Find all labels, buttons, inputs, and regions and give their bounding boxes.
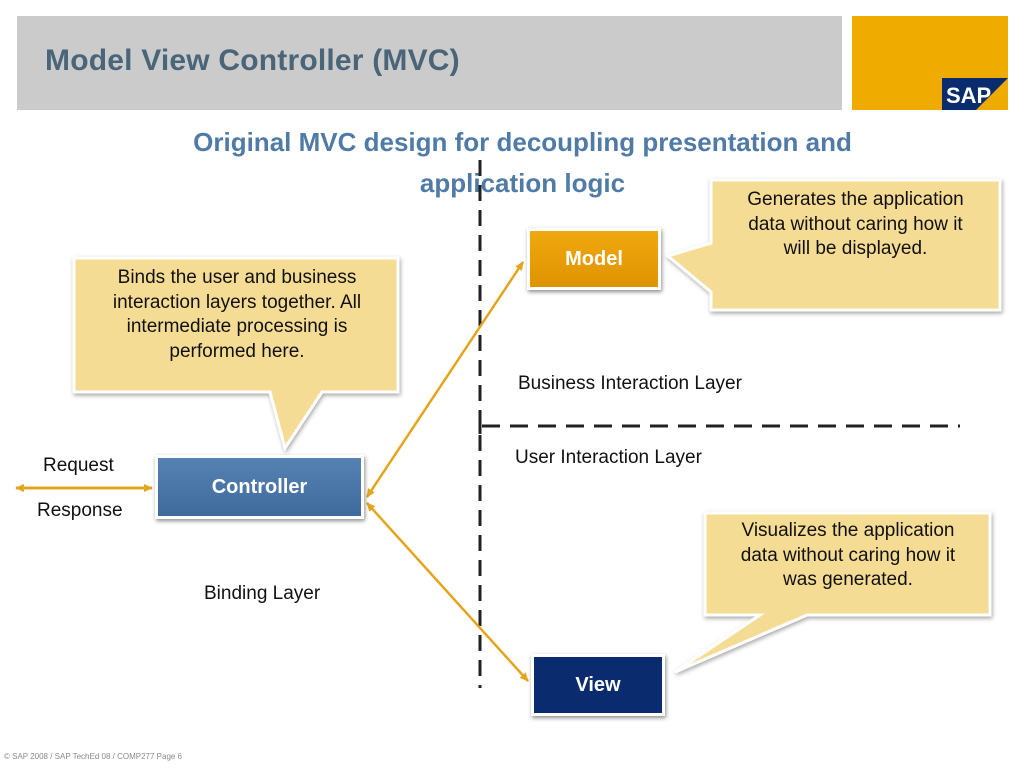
binding-layer-label: Binding Layer: [204, 583, 321, 604]
user-layer-label: User Interaction Layer: [515, 447, 702, 468]
model-callout: Generates the application data without c…: [747, 189, 964, 259]
sap-logo-text: SAP: [946, 83, 991, 108]
subtitle-line-1: Original MVC design for decoupling prese…: [193, 127, 852, 157]
controller-view-arrow: [366, 502, 529, 682]
subtitle-line-2: application logic: [419, 168, 626, 198]
footer-copyright: © SAP 2008 / SAP TechEd 08 / COMP277 Pag…: [4, 752, 183, 761]
business-layer-label: Business Interaction Layer: [518, 373, 742, 394]
sap-logo-block: SAP: [852, 16, 1008, 110]
view-callout: Visualizes the application data without …: [740, 520, 956, 590]
view-callout-shape: [674, 511, 992, 674]
model-box: Model: [527, 228, 661, 290]
request-label: Request: [43, 455, 114, 476]
controller-callout: Binds the user and business interaction …: [112, 267, 362, 362]
slide-title: Model View Controller (MVC): [45, 44, 460, 77]
response-label: Response: [37, 500, 123, 521]
controller-box: Controller: [155, 455, 364, 519]
header-bar: Model View Controller (MVC): [17, 16, 842, 110]
model-callout-shape: [664, 178, 1002, 312]
view-box: View: [531, 654, 665, 716]
controller-model-arrow: [365, 261, 525, 498]
sap-logo-icon: SAP: [942, 78, 1008, 110]
